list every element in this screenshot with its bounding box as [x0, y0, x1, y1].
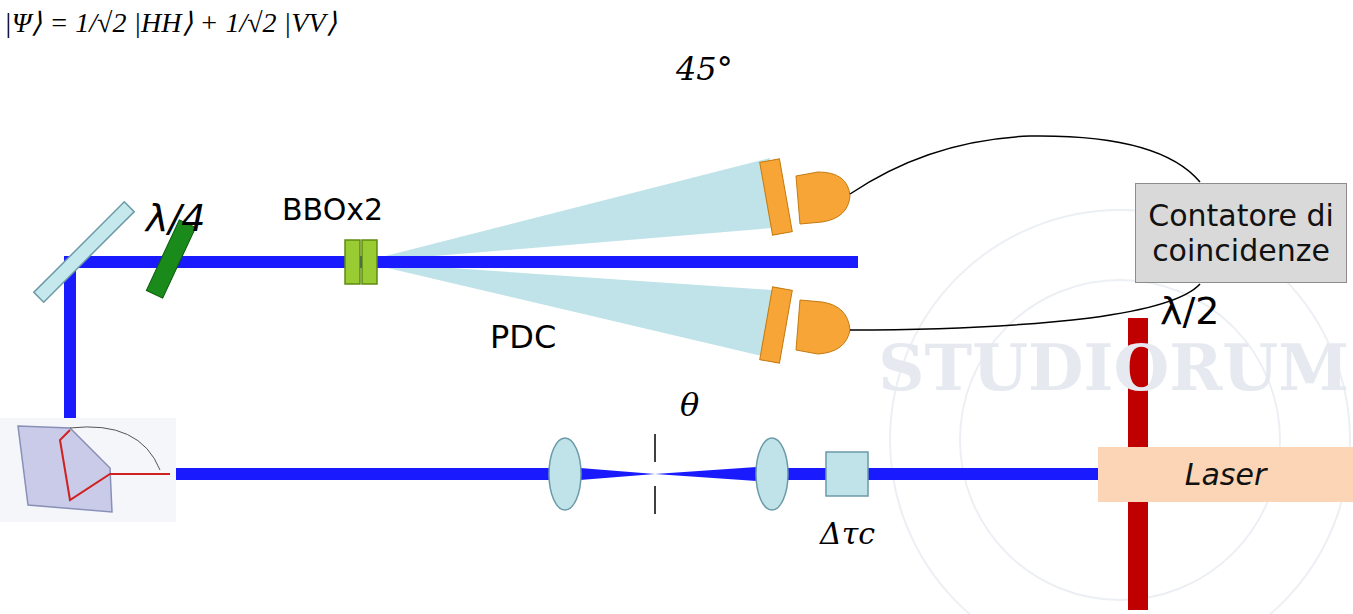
prism-arc: [70, 427, 160, 470]
bbo-crystal: [345, 240, 360, 284]
polarizer: [760, 287, 793, 363]
pump-beam: [655, 466, 770, 482]
pinhole: [654, 486, 656, 514]
component-label: BBOx2: [282, 192, 383, 227]
pump-beam: [170, 468, 580, 480]
watermark-ring: [960, 280, 1280, 600]
mirror: [34, 202, 134, 302]
state-formula: |Ψ⟩ = 1/√2 |HH⟩ + 1/√2 |VV⟩: [4, 6, 337, 39]
node-text: Laser: [1185, 457, 1267, 492]
polarizer-angle: 45°: [676, 50, 733, 88]
delay-compensator: [826, 452, 868, 496]
pdc-cone: [362, 262, 772, 358]
node-text: Contatore di coincidenze: [1144, 198, 1338, 268]
prism-illustration: [0, 418, 176, 522]
pump-beam: [64, 256, 858, 268]
pump-beam: [580, 468, 655, 480]
component-label: λ/4: [146, 196, 205, 240]
pump-beam: [64, 256, 76, 436]
coincidence-counter: Contatore di coincidenze: [1135, 183, 1347, 283]
polarizer-angle: θ: [680, 386, 699, 424]
laser-box: Laser: [1098, 447, 1353, 502]
bbo-crystal: [362, 240, 377, 284]
component-label: PDC: [490, 318, 556, 356]
detector: [796, 172, 850, 224]
lens: [549, 438, 581, 510]
pdc-cone: [362, 158, 772, 262]
detector: [796, 300, 850, 354]
lens: [756, 438, 788, 510]
prism-ray: [60, 430, 170, 500]
component-label: λ/2: [1160, 289, 1219, 333]
signal-wire: [850, 284, 1200, 330]
polarizer: [760, 159, 793, 235]
watermark: STUDIORUM: [878, 330, 1349, 405]
pinhole: [654, 434, 656, 462]
component-label: Δτc: [820, 516, 875, 551]
pump-beam: [770, 468, 1100, 480]
